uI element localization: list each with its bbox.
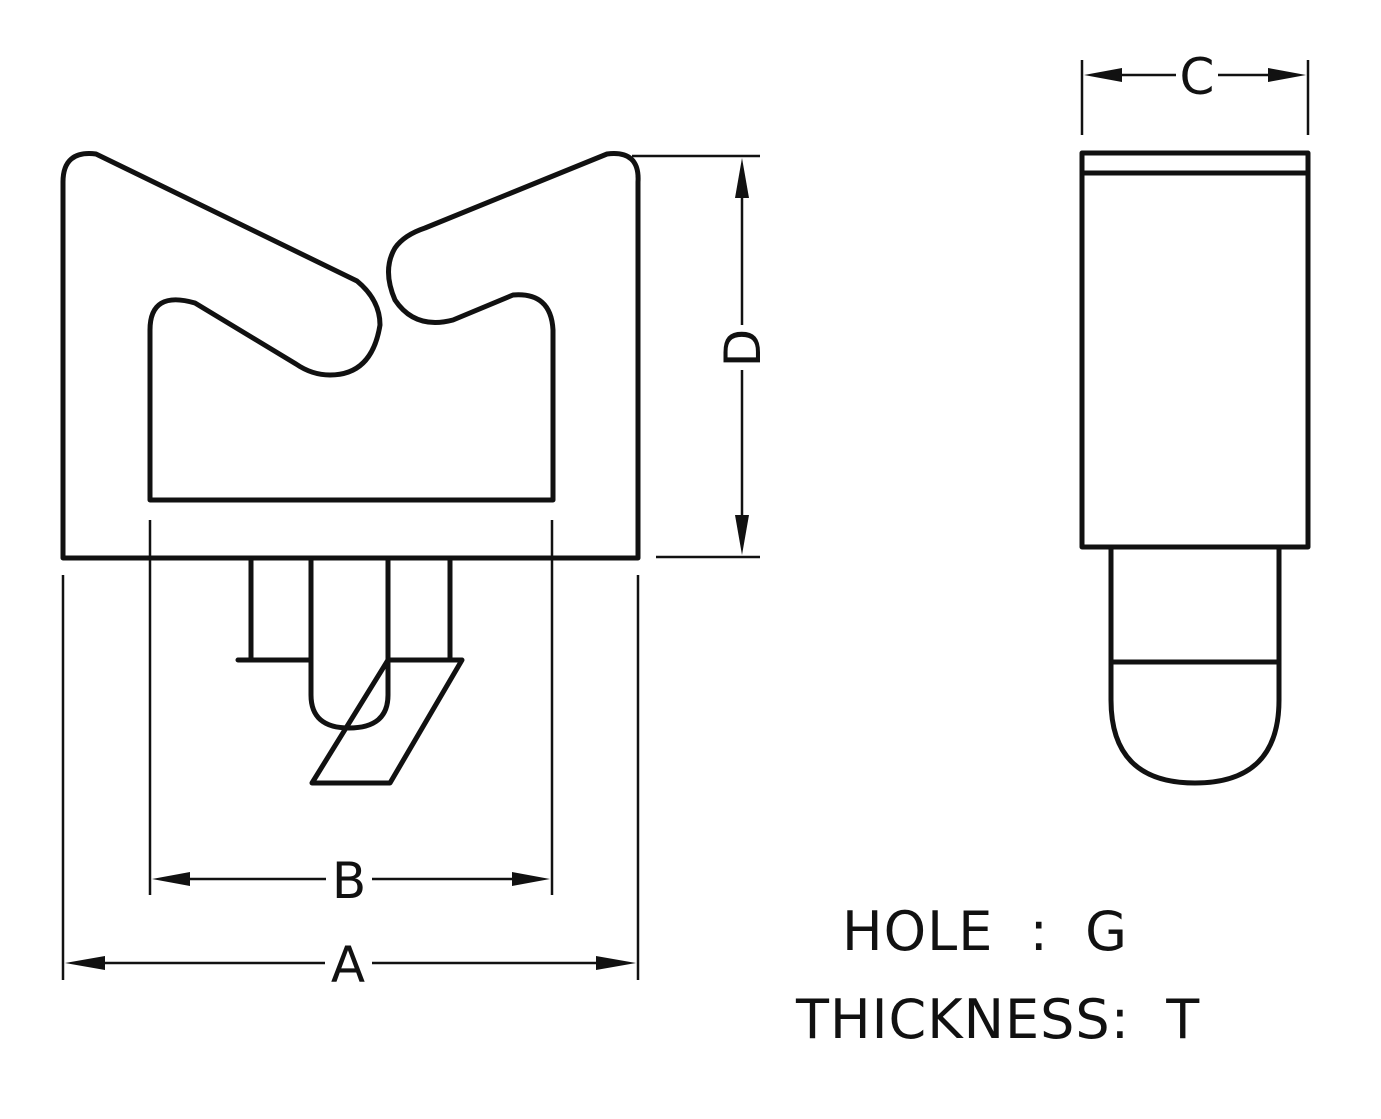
side-pin xyxy=(1108,546,1282,786)
side-view: C xyxy=(1079,48,1311,786)
dim-b-label: B xyxy=(332,852,366,910)
leg-barb xyxy=(235,657,465,786)
dimension-c: C xyxy=(1080,48,1310,135)
dimension-d: D xyxy=(632,154,772,559)
leg-center-slot xyxy=(308,557,391,731)
dim-c-arrow-left xyxy=(1084,68,1122,82)
note-thickness: THICKNESS: T xyxy=(795,988,1200,1051)
dim-b-arrow-left xyxy=(152,872,190,886)
side-body xyxy=(1079,150,1311,550)
dim-a-arrow-left xyxy=(65,956,105,970)
front-outer-outline xyxy=(60,151,641,561)
dim-b-arrow-right xyxy=(512,872,550,886)
dim-d-arrow-top xyxy=(735,158,749,198)
dim-d-label: D xyxy=(714,329,772,368)
dim-a-label: A xyxy=(331,936,365,994)
dim-d-arrow-bottom xyxy=(735,515,749,555)
dimension-a: A xyxy=(61,575,640,994)
front-view: A B D xyxy=(60,151,772,994)
dim-a-arrow-right xyxy=(596,956,636,970)
dim-c-label: C xyxy=(1180,48,1215,106)
note-hole: HOLE : G xyxy=(842,900,1128,963)
notes: HOLE : G THICKNESS: T xyxy=(795,900,1200,1051)
dimension-b: B xyxy=(148,520,554,910)
dim-c-arrow-right xyxy=(1268,68,1306,82)
